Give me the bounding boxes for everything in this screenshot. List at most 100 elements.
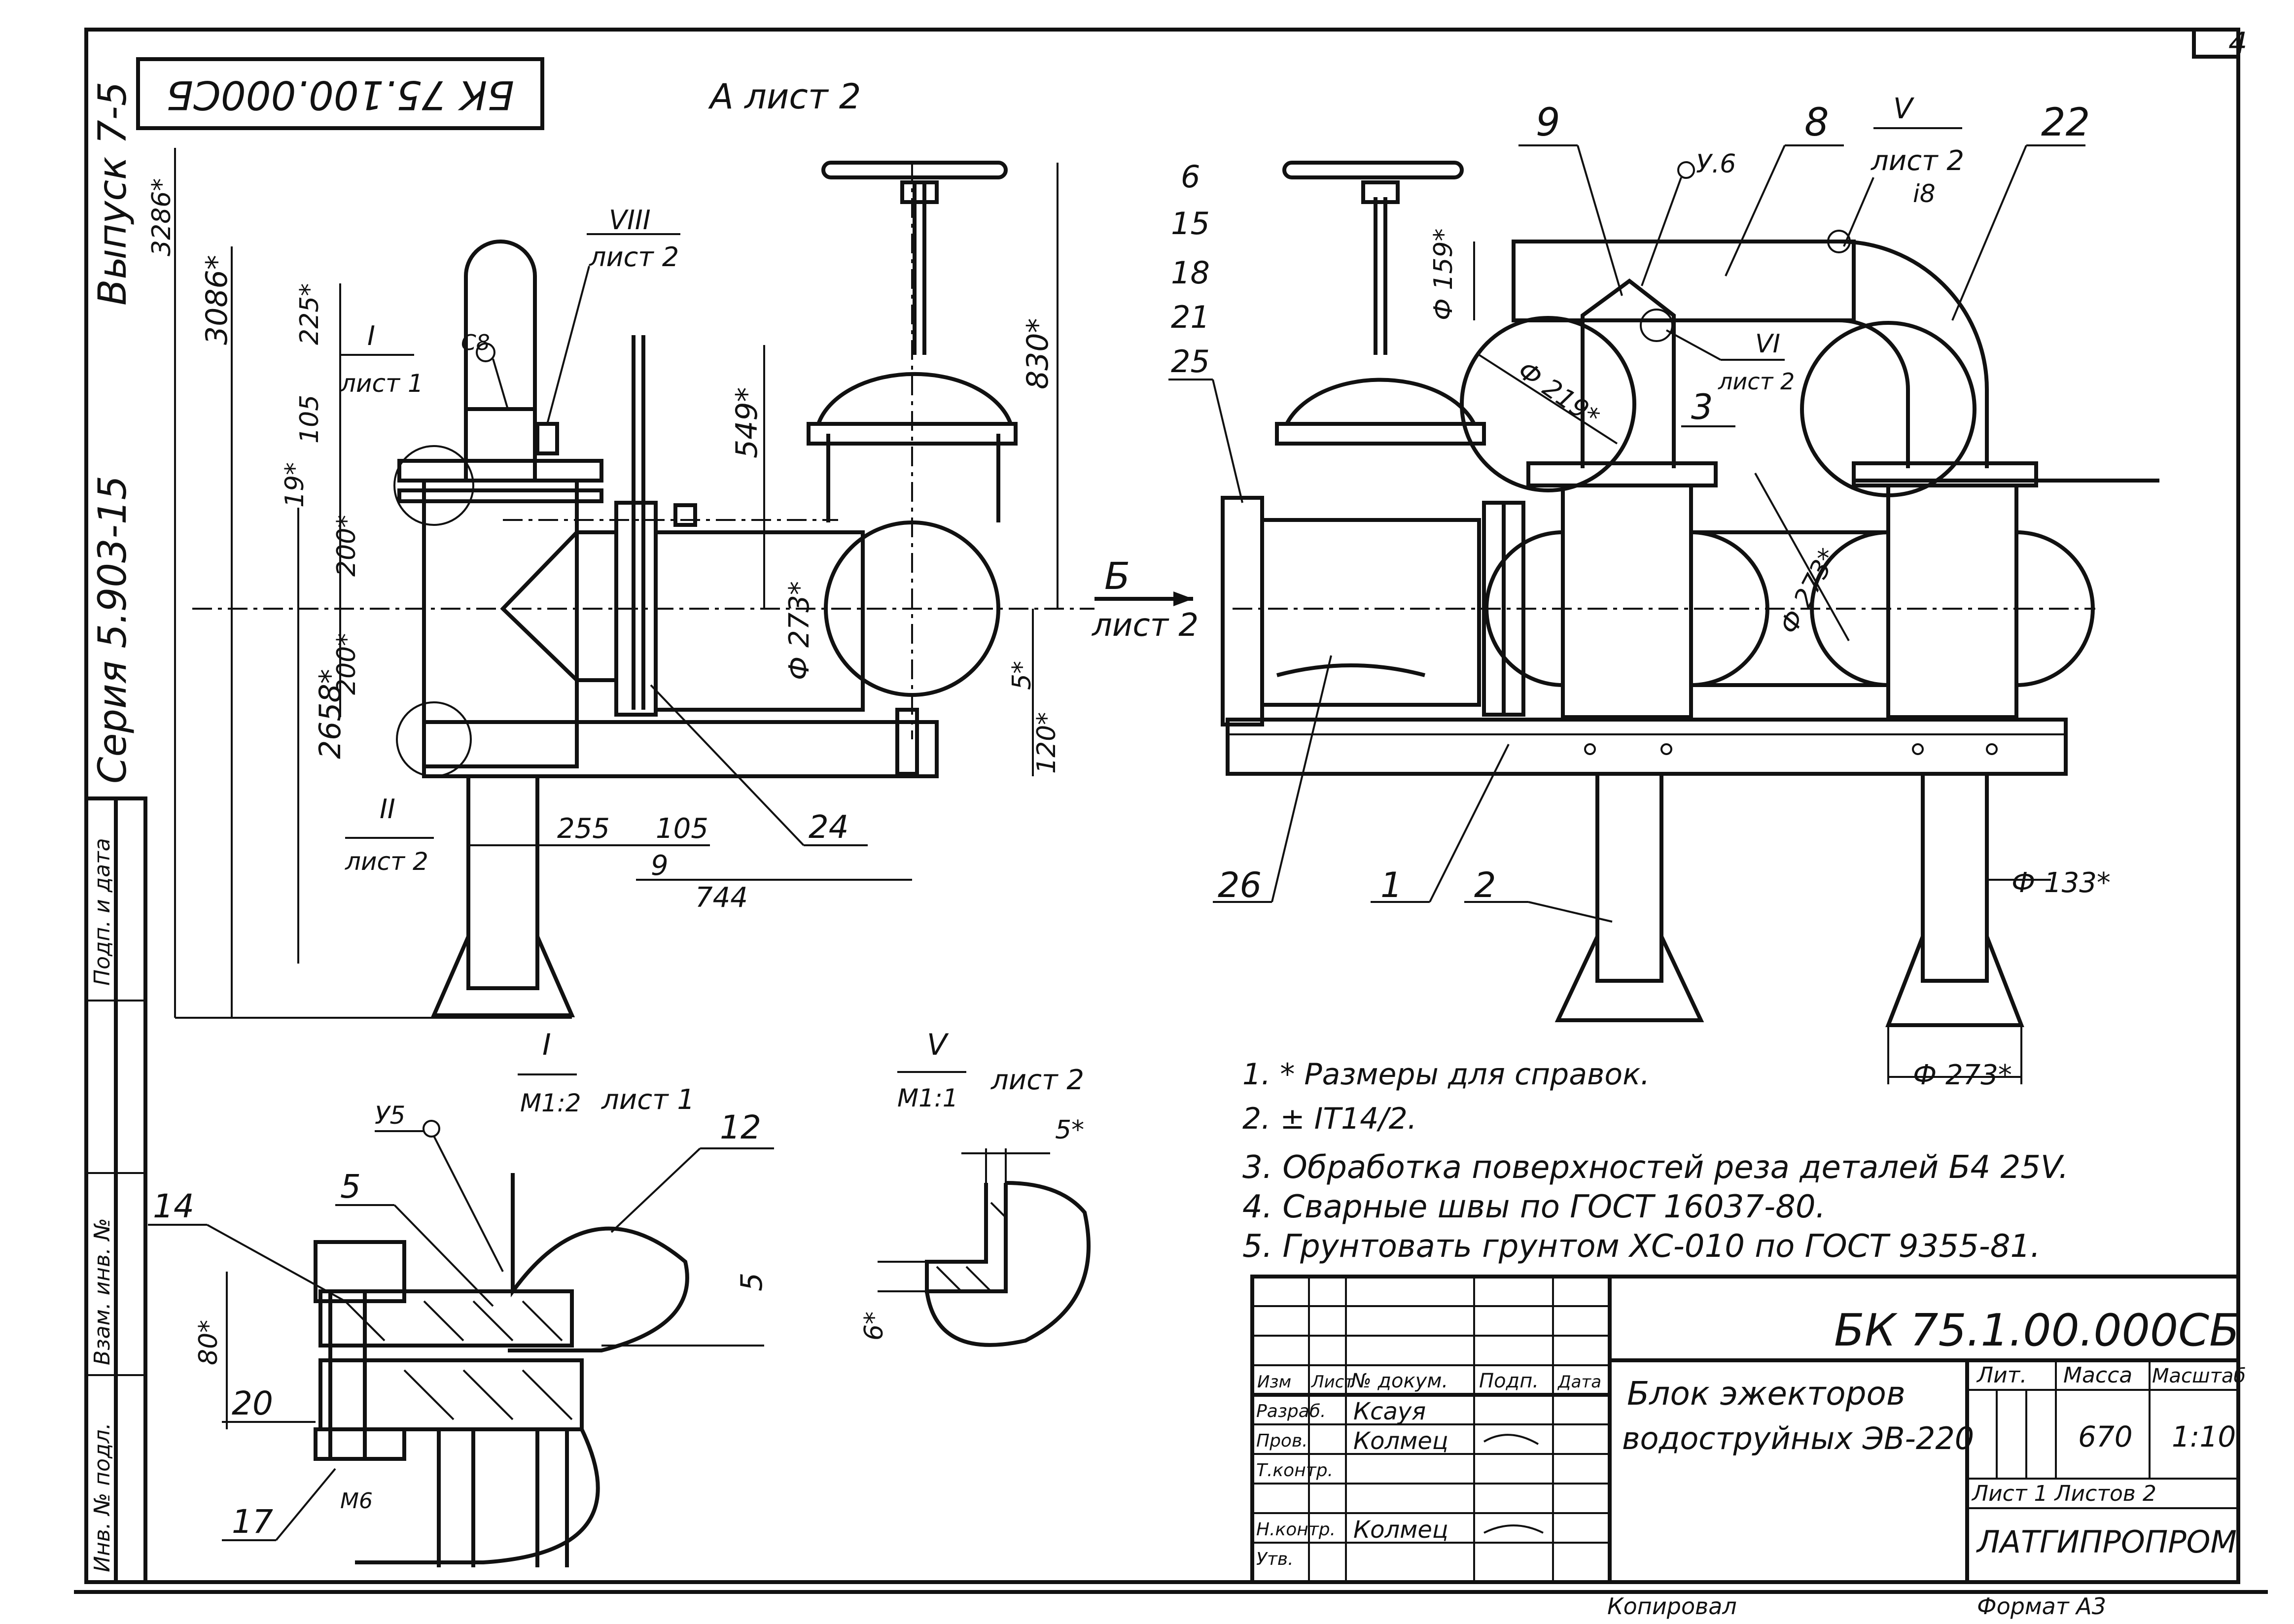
side-table-inv-orig: Инв. № подл. bbox=[90, 1422, 115, 1572]
section-v-roman: V bbox=[927, 1028, 949, 1062]
dim-3286: 3286* bbox=[147, 178, 176, 256]
dim-3086: 3086* bbox=[200, 255, 234, 345]
tb-row-3-role: Н.контр. bbox=[1256, 1520, 1336, 1540]
tb-h-date: Дата bbox=[1557, 1372, 1601, 1392]
tb-lit-header: Лит. bbox=[1976, 1363, 2027, 1388]
section-i-part-17: 17 bbox=[232, 1503, 273, 1541]
title-block: БК 75.1.00.000СБ Блок эжекторов водостру… bbox=[1250, 1275, 2246, 1584]
dim-d273-bottom: Ф 273* bbox=[1913, 1059, 2012, 1091]
dim-105: 105 bbox=[295, 395, 324, 444]
section-i-roman: I bbox=[542, 1028, 551, 1062]
leader-viii-roman: VIII bbox=[609, 205, 651, 236]
tb-row-0-role: Разраб. bbox=[1256, 1401, 1326, 1421]
tb-org: ЛАТГИПРОПРОМ bbox=[1976, 1524, 2237, 1560]
dim-d133: Ф 133* bbox=[2012, 867, 2111, 899]
tb-row-1-role: Пров. bbox=[1256, 1431, 1308, 1451]
tb-row-3-name: Колмец bbox=[1353, 1516, 1448, 1544]
leader-i-roman: I bbox=[367, 320, 375, 351]
dim-744: 744 bbox=[695, 882, 748, 914]
part-2: 2 bbox=[1474, 865, 1496, 905]
note-2: 2. ± IT14/2. bbox=[1242, 1102, 1417, 1136]
part-24: 24 bbox=[809, 809, 848, 846]
side-table-replace: Взам. инв. № bbox=[90, 1218, 115, 1365]
part-25: 25 bbox=[1171, 344, 1210, 380]
note-5: 5. Грунтовать грунтом ХС-010 по ГОСТ 935… bbox=[1242, 1228, 2041, 1265]
dim-200-a: 200* bbox=[332, 515, 361, 577]
rotated-code-stamp: БК 75.100.000СБ bbox=[136, 57, 544, 130]
tb-sheet-line: Лист 1 Листов 2 bbox=[1971, 1481, 2156, 1506]
dim-19: 19* bbox=[280, 462, 310, 508]
section-i-part-5: 5 bbox=[340, 1168, 361, 1206]
part-22: 22 bbox=[2041, 101, 2090, 145]
leader-i-sheet: лист 1 bbox=[340, 369, 424, 398]
dim-2658: 2658* bbox=[313, 669, 348, 759]
section-v: V М1:1 лист 2 5* 6* bbox=[859, 1028, 1091, 1347]
tb-mass-header: Масса bbox=[2063, 1363, 2132, 1388]
left-dimension-labels: 3286* 3086* 2658* 549* 830* 225* 105 19*… bbox=[147, 178, 1061, 914]
part-15: 15 bbox=[1171, 206, 1210, 242]
section-i-scale: М1:2 bbox=[520, 1089, 581, 1117]
dim-d273: Ф 273* bbox=[783, 581, 815, 680]
note-1: 1. * Размеры для справок. bbox=[1242, 1057, 1650, 1092]
weld-i8: i8 bbox=[1913, 179, 1936, 208]
dim-225: 225* bbox=[295, 283, 324, 345]
leader-vi-sheet: лист 2 bbox=[1718, 368, 1795, 395]
tb-row-1-name: Колмец bbox=[1353, 1427, 1448, 1455]
dim-5: 5* bbox=[1007, 661, 1037, 690]
tb-mass: 670 bbox=[2078, 1420, 2133, 1453]
section-i-sheet: лист 1 bbox=[601, 1084, 695, 1116]
tb-h-list: Лист bbox=[1310, 1372, 1354, 1392]
tb-title-1: Блок эжекторов bbox=[1627, 1375, 1906, 1413]
tb-scale: 1:10 bbox=[2172, 1420, 2236, 1453]
right-view bbox=[1221, 161, 2159, 1084]
leader-v-sheet: лист 2 bbox=[1870, 145, 1964, 177]
section-i-dim-80: 80* bbox=[194, 1320, 223, 1365]
dim-9: 9 bbox=[651, 850, 669, 882]
leader-viii-sheet: лист 2 bbox=[589, 242, 679, 273]
series-text: Серия 5.903-15 bbox=[91, 476, 135, 784]
rotated-code-text: БК 75.100.000СБ bbox=[166, 72, 514, 118]
section-i-dim-m6: М6 bbox=[340, 1488, 373, 1514]
dim-d273-r: Ф 273* bbox=[1774, 544, 1844, 639]
dim-549: 549* bbox=[730, 387, 764, 458]
tb-row-4-role: Утв. bbox=[1256, 1549, 1294, 1569]
part-6: 6 bbox=[1181, 159, 1200, 195]
section-v-sheet: лист 2 bbox=[990, 1064, 1084, 1096]
tb-row-2-role: Т.контр. bbox=[1256, 1460, 1333, 1481]
section-i-weld-y5: У5 bbox=[375, 1101, 405, 1130]
section-i-part-12: 12 bbox=[720, 1108, 761, 1146]
tb-h-izm: Изм bbox=[1257, 1372, 1291, 1392]
leader-ii-sheet: лист 2 bbox=[345, 847, 428, 876]
dim-120: 120* bbox=[1032, 712, 1061, 774]
part-8: 8 bbox=[1804, 101, 1829, 145]
part-21: 21 bbox=[1171, 299, 1210, 335]
leader-v-roman: V bbox=[1893, 92, 1915, 125]
part-3: 3 bbox=[1691, 387, 1713, 427]
part-9: 9 bbox=[1536, 101, 1560, 145]
dim-255: 255 bbox=[557, 813, 610, 845]
section-v-dim-5: 5* bbox=[1055, 1115, 1084, 1145]
view-b-letter: Б bbox=[1104, 554, 1130, 598]
side-table-sign-date: Подп. и дата bbox=[90, 838, 115, 986]
section-i-dim-5: 5 bbox=[735, 1273, 769, 1291]
view-b-arrow: Б лист 2 bbox=[1091, 554, 1199, 644]
section-i-part-20: 20 bbox=[232, 1384, 273, 1422]
tb-title-2: водоструйных ЭВ-220 bbox=[1622, 1420, 1974, 1456]
tb-h-doc: № докум. bbox=[1350, 1370, 1448, 1392]
dim-105-b: 105 bbox=[656, 813, 708, 845]
view-a-label: А лист 2 bbox=[708, 76, 861, 117]
side-table: Инв. № подл. Взам. инв. № Подп. и дата bbox=[84, 796, 147, 1584]
note-4: 4. Сварные швы по ГОСТ 16037-80. bbox=[1242, 1189, 1826, 1225]
tb-row-0-name: Ксауя bbox=[1353, 1398, 1426, 1425]
leader-vi-roman: VI bbox=[1755, 329, 1780, 359]
weld-y6: У.6 bbox=[1696, 149, 1736, 179]
dim-830: 830* bbox=[1021, 318, 1055, 389]
note-3: 3. Обработка поверхностей реза деталей Б… bbox=[1242, 1149, 2069, 1186]
sheet-number: 4 bbox=[2228, 26, 2247, 61]
dim-d219: Ф 219* bbox=[1513, 355, 1605, 432]
notes: 1. * Размеры для справок. 2. ± IT14/2. 3… bbox=[1242, 1057, 2069, 1265]
left-view: А лист 2 bbox=[174, 76, 1094, 1019]
section-v-scale: М1:1 bbox=[897, 1084, 958, 1112]
footer: Копировал Формат А3 bbox=[1607, 1593, 2106, 1620]
